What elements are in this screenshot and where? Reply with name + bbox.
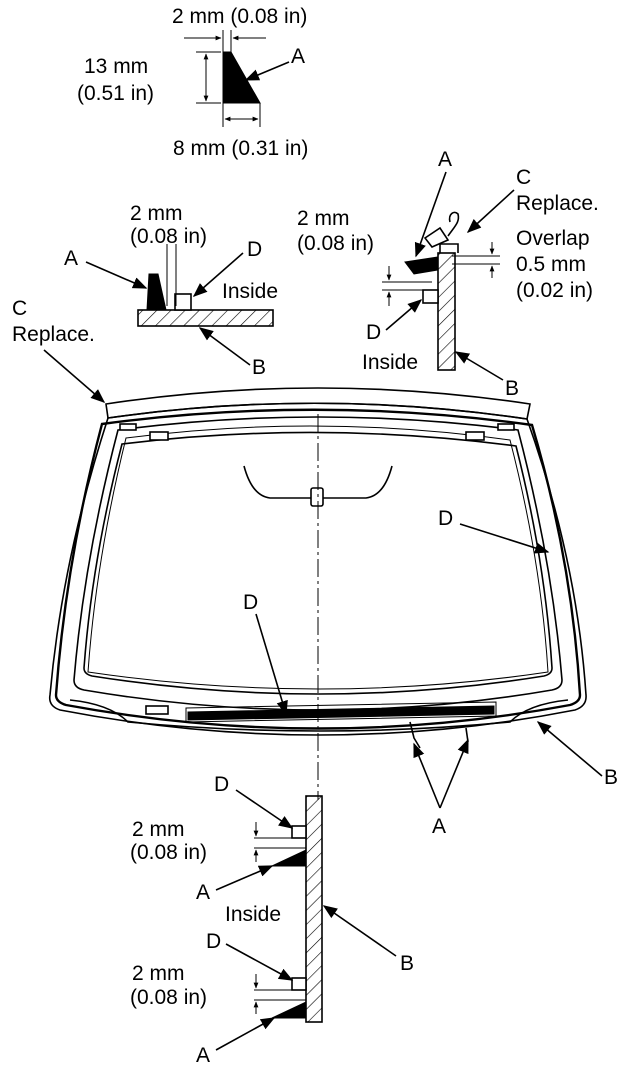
bottom-lower-adhesive bbox=[271, 1001, 307, 1019]
adhesive-bead-profile bbox=[222, 51, 261, 104]
top-right-tab bbox=[465, 431, 485, 441]
right-molding-lip bbox=[447, 211, 460, 237]
windshield-dam-outline bbox=[87, 425, 549, 690]
bottom-part-d-lower-label: D bbox=[206, 930, 221, 953]
windshield-part-d-right-label: D bbox=[438, 507, 453, 530]
right-overlap-in-label: (0.02 in) bbox=[516, 279, 593, 302]
right-part-c-label: C bbox=[516, 166, 531, 189]
windshield-inner-frame bbox=[73, 416, 563, 711]
windshield-outer-edge bbox=[48, 402, 587, 736]
right-molding-cap bbox=[439, 243, 459, 253]
left-spacer-dam bbox=[174, 293, 192, 311]
bead-height-mm-label: 13 mm bbox=[84, 55, 148, 78]
bead-height-in-label: (0.51 in) bbox=[77, 82, 154, 105]
windshield-glass-area bbox=[83, 431, 553, 695]
left-section-detail: 2 mm (0.08 in) A D Inside B bbox=[64, 202, 278, 379]
bead-profile-detail: 2 mm (0.08 in) 13 mm (0.51 in) A 8 mm (0… bbox=[77, 5, 308, 160]
bottom-part-a-upper-label: A bbox=[196, 881, 210, 904]
bottom-lower-spacer bbox=[291, 977, 307, 991]
windshield-part-a-label: A bbox=[432, 815, 446, 838]
lower-cowl-frame bbox=[69, 699, 569, 732]
right-gap-in-label: (0.08 in) bbox=[297, 232, 374, 255]
bead-bottom-width-label: 8 mm (0.31 in) bbox=[173, 137, 308, 160]
bottom-inside-label: Inside bbox=[225, 903, 281, 926]
windshield-adhesive-ring bbox=[54, 408, 582, 730]
top-left-tab bbox=[149, 431, 169, 441]
bead-top-width-label: 2 mm (0.08 in) bbox=[172, 5, 307, 28]
left-part-b-label: B bbox=[252, 356, 266, 379]
bottom-part-b-label: B bbox=[400, 952, 414, 975]
right-overlap-label: Overlap bbox=[516, 227, 590, 250]
right-glass-section bbox=[437, 252, 456, 371]
top-right-clip bbox=[497, 423, 515, 431]
left-part-a-label: A bbox=[64, 247, 78, 270]
right-inside-label: Inside bbox=[362, 351, 418, 374]
bead-part-a-label: A bbox=[291, 45, 305, 68]
left-gap-mm-label: 2 mm bbox=[130, 202, 183, 225]
right-part-d-label: D bbox=[366, 321, 381, 344]
mirror-mount bbox=[310, 487, 324, 507]
left-gap-in-label: (0.08 in) bbox=[130, 225, 207, 248]
bottom-gap-mm-upper-label: 2 mm bbox=[132, 818, 185, 841]
bottom-part-d-upper-label: D bbox=[214, 773, 229, 796]
top-left-clip bbox=[119, 423, 137, 431]
bottom-dam-strip bbox=[187, 705, 495, 721]
windshield-main-view: C Replace. D D B A bbox=[12, 297, 618, 838]
bottom-upper-adhesive bbox=[271, 849, 307, 867]
bottom-gap-in-lower-label: (0.08 in) bbox=[130, 986, 207, 1009]
windshield-replace-label: Replace. bbox=[12, 323, 95, 346]
left-part-d-label: D bbox=[247, 238, 262, 261]
bottom-glass-section bbox=[305, 795, 323, 1023]
bottom-gap-mm-lower-label: 2 mm bbox=[132, 962, 185, 985]
right-adhesive-bead bbox=[404, 256, 439, 275]
bottom-gap-in-upper-label: (0.08 in) bbox=[130, 841, 207, 864]
right-replace-label: Replace. bbox=[516, 192, 599, 215]
right-part-a-label: A bbox=[438, 148, 452, 171]
bottom-part-a-lower-label: A bbox=[196, 1044, 210, 1067]
right-gap-mm-label: 2 mm bbox=[297, 207, 350, 230]
right-part-b-label: B bbox=[505, 377, 519, 400]
windshield-part-d-bottom-label: D bbox=[243, 591, 258, 614]
right-spacer-dam bbox=[422, 289, 439, 304]
right-molding-clip bbox=[423, 226, 450, 248]
windshield-part-c-label: C bbox=[12, 297, 27, 320]
left-inside-label: Inside bbox=[222, 280, 278, 303]
left-glass-section bbox=[137, 309, 274, 327]
bottom-upper-spacer bbox=[291, 825, 307, 839]
bottom-section-detail: D 2 mm (0.08 in) A Inside B D 2 mm (0.08… bbox=[130, 773, 414, 1067]
right-section-detail: A C Replace. 2 mm (0.08 in) Overlap 0.5 … bbox=[297, 148, 599, 400]
left-adhesive-bead bbox=[146, 273, 167, 311]
windshield-part-b-label: B bbox=[604, 766, 618, 789]
right-overlap-mm-label: 0.5 mm bbox=[516, 253, 586, 276]
bottom-left-tab bbox=[145, 705, 169, 715]
